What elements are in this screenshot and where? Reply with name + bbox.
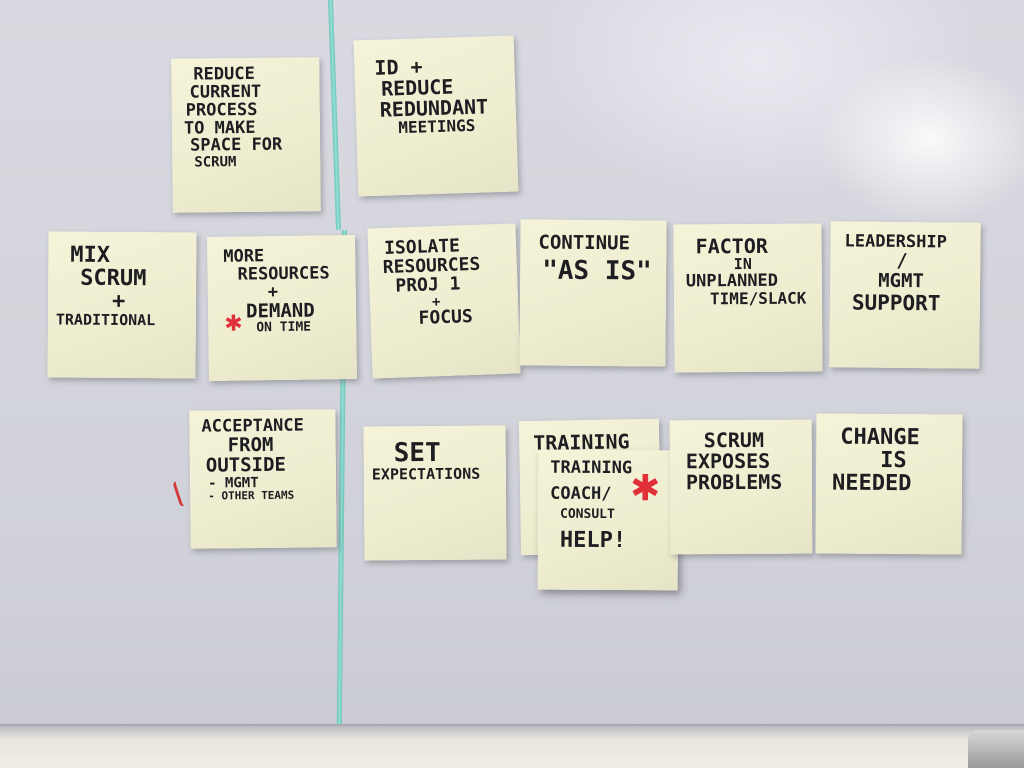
divider-tape [328,0,342,230]
note-line: RESOURCES [237,263,330,285]
star-icon: ✱ [224,311,243,337]
note-line: CHANGE [840,424,920,451]
note-line: SCRUM [80,265,147,292]
sticky-note-training-front[interactable]: TRAINING COACH/ CONSULT HELP! ✱ [537,449,679,591]
note-line: SUPPORT [851,290,941,316]
note-line: MIX [70,242,111,268]
sticky-note-reduce-process[interactable]: REDUCE CURRENT PROCESS TO MAKE SPACE FOR… [171,57,321,213]
whiteboard-tray [0,724,1024,768]
sticky-note-scrum-exposes[interactable]: SCRUM EXPOSES PROBLEMS [669,419,813,555]
note-line: EXPECTATIONS [371,464,481,484]
note-line: "AS IS" [542,255,652,287]
note-line: PROBLEMS [685,469,783,495]
note-line: OUTSIDE [205,453,287,477]
note-line: HELP! [559,528,627,554]
sticky-note-set-expectations[interactable]: SET EXPECTATIONS [363,425,507,561]
sticky-note-isolate[interactable]: ISOLATE RESOURCES PROJ 1 + FOCUS [367,223,521,379]
sticky-note-mix-scrum[interactable]: MIX SCRUM + TRADITIONAL [47,231,197,379]
sticky-note-more-resources[interactable]: MORE RESOURCES + DEMAND ON TIME ✱ [207,234,357,382]
sticky-note-continue[interactable]: CONTINUE "AS IS" [519,219,667,367]
sticky-note-change[interactable]: CHANGE IS NEEDED [815,413,963,555]
note-line: SCRUM [194,154,237,171]
note-line: MGMT [878,269,925,292]
star-icon: ✱ [630,468,661,510]
note-line: CONTINUE [538,231,631,255]
note-line: IS [880,448,907,474]
note-line: SPACE FOR [190,134,283,156]
sticky-note-acceptance[interactable]: ACCEPTANCE FROM OUTSIDE - MGMT - OTHER T… [189,409,337,549]
sticky-note-id-reduce[interactable]: ID + REDUCE REDUNDANT MEETINGS [353,35,519,197]
sticky-note-factor[interactable]: FACTOR IN UNPLANNED TIME/SLACK [673,223,823,373]
note-line: TRADITIONAL [55,310,156,330]
note-line: FOCUS [418,306,474,330]
sticky-note-leadership[interactable]: LEADERSHIP / MGMT SUPPORT [829,221,981,369]
note-line: TIME/SLACK [709,288,807,308]
board-clip [968,730,1024,768]
note-line: NEEDED [831,470,912,497]
red-mark [172,478,191,508]
note-line: - OTHER TEAMS [208,489,295,503]
note-line: SET [393,437,441,469]
